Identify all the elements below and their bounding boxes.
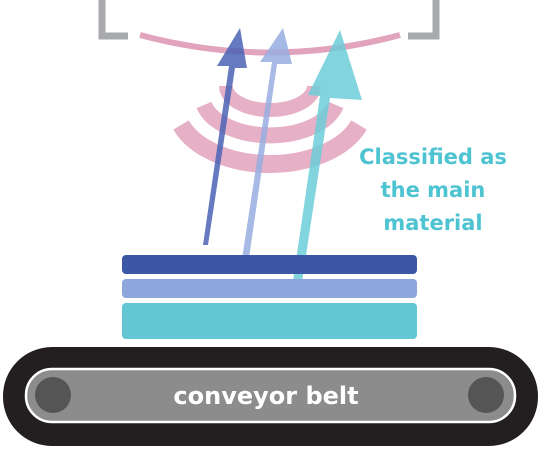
classification-line-2: the main (381, 178, 486, 202)
wave-arc-outer (173, 120, 367, 173)
source-detector-housing: source & detector (98, 0, 440, 56)
cyan-beam (292, 30, 362, 288)
conveyor-belt: conveyor belt (3, 347, 538, 446)
classification-label: Classified as the main material (359, 145, 507, 235)
middle-layer (122, 279, 417, 298)
bottom-layer (122, 303, 417, 339)
conveyor-belt-track (24, 367, 517, 424)
light-blue-beam (240, 28, 292, 272)
classification-line-1: Classified as (359, 145, 507, 169)
top-layer (122, 255, 417, 274)
housing-bracket (98, 0, 128, 40)
classification-line-3: material (383, 211, 482, 235)
right-roller (468, 377, 504, 413)
left-roller (35, 377, 71, 413)
material-stack (122, 255, 417, 339)
conveyor-belt-label: conveyor belt (173, 382, 358, 410)
housing-bracket-right (408, 0, 440, 40)
reflected-beams (203, 28, 362, 288)
dark-blue-beam (203, 28, 247, 245)
source-detector-label: source & detector (168, 0, 371, 15)
